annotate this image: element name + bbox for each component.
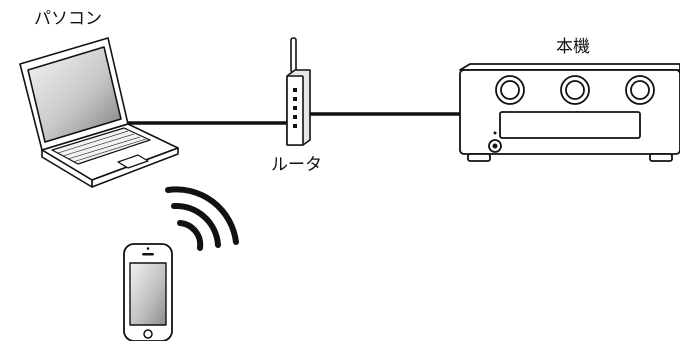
smartphone-icon (124, 244, 172, 341)
unit-label: 本機 (556, 37, 590, 57)
av-receiver-icon (460, 64, 680, 161)
wireless-signal-icon (168, 189, 236, 248)
router-label: ルータ (271, 155, 322, 175)
laptop-icon (20, 38, 178, 187)
pc-label: パソコン (34, 9, 102, 29)
router-icon (287, 38, 310, 145)
